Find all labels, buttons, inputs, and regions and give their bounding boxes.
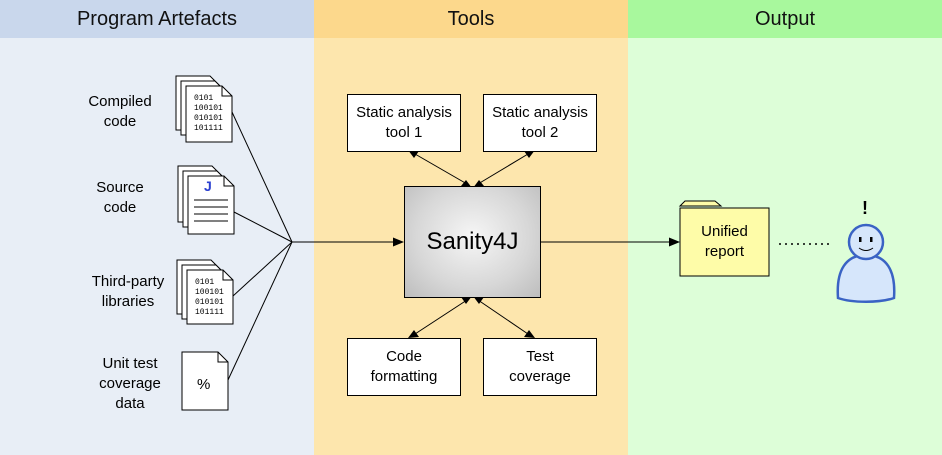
compiled-line: 100101 xyxy=(194,104,223,113)
library-line: 010101 xyxy=(195,298,224,307)
column-header-artefacts: Program Artefacts xyxy=(0,0,314,38)
person-icon xyxy=(836,223,896,303)
library-line: 101111 xyxy=(195,308,224,317)
binary-lines: 0101 100101 010101 101111 0101 100101 01… xyxy=(194,94,224,317)
tool-connectors xyxy=(414,153,670,335)
compiled-line: 010101 xyxy=(194,114,223,123)
artefact-connectors xyxy=(227,111,396,381)
sanity4j-core-box: Sanity4J xyxy=(404,186,541,298)
arrowhead-into-core xyxy=(393,237,404,247)
unified-report-folder-icon xyxy=(678,200,770,277)
percent-glyph-icon: % xyxy=(197,376,210,393)
column-header-tools: Tools xyxy=(314,0,628,38)
sanity4j-label: Sanity4J xyxy=(426,228,519,255)
coverage-data-doc-icon xyxy=(181,351,229,411)
compiled-line: 101111 xyxy=(194,124,223,133)
column-background xyxy=(0,38,314,455)
java-glyph-icon: J xyxy=(204,178,212,194)
person-smile xyxy=(858,247,874,251)
column-program-artefacts: Program Artefacts xyxy=(0,0,314,455)
column-header-output: Output xyxy=(628,0,942,38)
library-line: 100101 xyxy=(195,288,224,297)
compiled-line: 0101 xyxy=(194,94,213,103)
person-face xyxy=(859,237,873,242)
exclamation-mark: ! xyxy=(862,198,868,218)
compiled-code-doc-icon xyxy=(175,75,233,143)
source-code-doc-icon xyxy=(177,165,235,235)
library-line: 0101 xyxy=(195,278,214,287)
third-party-libraries-doc-icon xyxy=(176,259,234,325)
